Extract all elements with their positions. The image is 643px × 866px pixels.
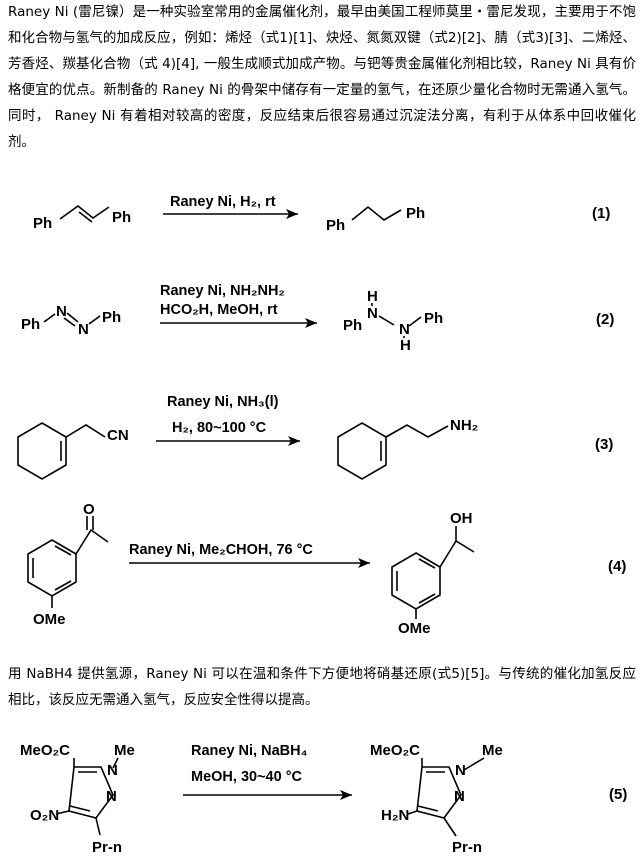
atom-label: Ph: [112, 209, 131, 226]
reaction-3: CN Raney Ni, NH₃(l) H₂, 80~100 °C NH₂ (3…: [17, 394, 613, 480]
reaction-conditions: Raney Ni, Me₂CHOH, 76 °C: [129, 542, 313, 558]
reaction-conditions: HCO₂H, MeOH, rt: [160, 302, 278, 318]
atom-label: Ph: [21, 316, 40, 333]
reaction-1: Ph Ph Raney Ni, H₂, rt Ph Ph (1): [33, 194, 610, 234]
atom-label: OH: [450, 510, 473, 527]
reaction-4: O OMe Raney Ni, Me₂CHOH, 76 °C OH OMe (4…: [27, 501, 626, 637]
atom-label: NH₂: [450, 417, 478, 434]
reaction-conditions: Raney Ni, NH₃(l): [167, 394, 279, 410]
atom-label: Ph: [326, 217, 345, 234]
atom-label: N: [106, 788, 117, 805]
atom-label: MeO₂C: [20, 742, 70, 759]
atom-label: Ph: [343, 317, 362, 334]
reaction-arrow: [129, 558, 370, 568]
reaction-arrow: [163, 209, 298, 219]
atom-label: OMe: [398, 620, 431, 637]
atom-label: Me: [482, 742, 503, 759]
atom-label: N: [367, 305, 378, 322]
atom-label: N: [56, 303, 67, 320]
atom-label: N: [455, 762, 466, 779]
atom-label: Pr-n: [92, 839, 122, 856]
reaction-arrow: [156, 436, 300, 446]
intro-paragraph: Raney Ni (雷尼镍）是一种实验室常用的金属催化剂，最早由美国工程师莫里・…: [8, 4, 636, 150]
aminopyrazole-structure: MeO₂C Me N N H₂N Pr-n: [370, 742, 503, 856]
atom-label: N: [78, 321, 89, 338]
atom-label: O₂N: [30, 807, 59, 824]
stilbene-structure: Ph Ph: [33, 204, 131, 232]
reaction-arrow: [160, 318, 317, 328]
methoxyacetophenone-structure: O OMe: [27, 501, 109, 628]
atom-label: Pr-n: [452, 839, 482, 856]
atom-label: N: [399, 321, 410, 338]
atom-label: OMe: [33, 611, 66, 628]
reaction-conditions: MeOH, 30~40 °C: [191, 769, 303, 785]
atom-label: N: [454, 788, 465, 805]
equation-number: (3): [595, 436, 613, 453]
methoxyphenylethanol-structure: OH OMe: [391, 510, 475, 637]
atom-label: H: [367, 288, 378, 305]
hydrazobenzene-structure: H N N H Ph Ph: [343, 288, 443, 354]
equation-number: (1): [592, 205, 610, 222]
reaction-2: Ph N N Ph Raney Ni, NH₂NH₂ HCO₂H, MeOH, …: [21, 283, 614, 354]
reaction-arrow: [183, 790, 352, 800]
reaction-conditions: H₂, 80~100 °C: [172, 420, 267, 436]
atom-label: Ph: [424, 310, 443, 327]
atom-label: Ph: [33, 215, 52, 232]
reaction-conditions: Raney Ni, NH₂NH₂: [160, 283, 285, 299]
equation-number: (2): [596, 311, 614, 328]
bibenzyl-structure: Ph Ph: [326, 205, 425, 234]
cyclohexenyl-ethylamine-structure: NH₂: [337, 417, 478, 480]
nitro-reduction-paragraph: 用 NaBH4 提供氢源，Raney Ni 可以在温和条件下方便地将硝基还原(式…: [8, 666, 636, 708]
atom-label: MeO₂C: [370, 742, 420, 759]
equation-number: (5): [609, 786, 627, 803]
atom-label: N: [107, 762, 118, 779]
atom-label: H₂N: [381, 807, 409, 824]
atom-label: H: [400, 337, 411, 354]
atom-label: Ph: [406, 205, 425, 222]
atom-label: Ph: [102, 309, 121, 326]
nitropyrazole-structure: MeO₂C Me N N O₂N Pr-n: [20, 742, 135, 856]
atom-label: Me: [114, 742, 135, 759]
atom-label: O: [83, 501, 95, 518]
cyclohexenyl-acetonitrile-structure: CN: [17, 422, 129, 480]
reaction-5: MeO₂C Me N N O₂N Pr-n Raney Ni, NaBH₄ Me…: [20, 742, 627, 856]
azobenzene-structure: Ph N N Ph: [21, 303, 121, 338]
equation-number: (4): [608, 558, 626, 575]
reaction-conditions: Raney Ni, NaBH₄: [191, 743, 308, 759]
reaction-conditions: Raney Ni, H₂, rt: [170, 194, 276, 210]
atom-label: CN: [107, 427, 129, 444]
